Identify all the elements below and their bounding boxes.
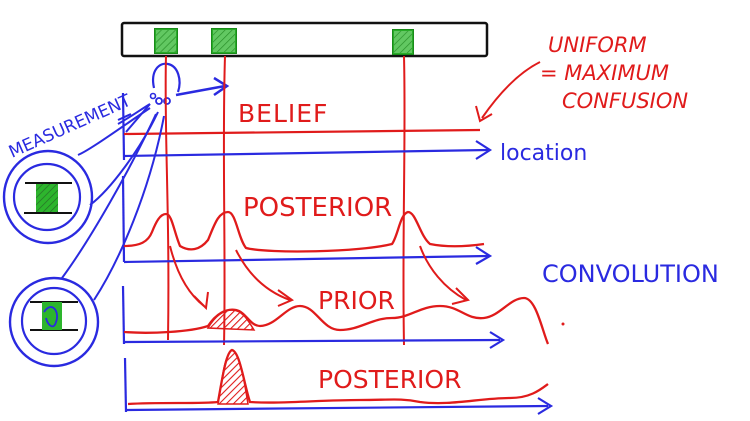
motion-shift-arrows [169, 245, 470, 311]
convolution-label: CONVOLUTION [542, 260, 719, 288]
robot-icon [149, 62, 230, 105]
location-label: location [500, 141, 587, 166]
world-corridor-box [120, 21, 489, 58]
uniform-line-3: CONFUSION [562, 89, 688, 113]
prior-fill-hatch [206, 309, 256, 331]
prior-curve [123, 296, 550, 345]
posterior-top-curve [123, 210, 485, 253]
prior-plot [121, 285, 550, 349]
robot-motion-arrow [175, 84, 226, 97]
uniform-line-2: = MAXIMUM [540, 61, 669, 85]
location-axis [123, 148, 489, 158]
posterior-bottom-label: POSTERIOR [318, 365, 461, 394]
posterior-top-label: POSTERIOR [243, 193, 392, 223]
uniform-pointer-arrow [481, 61, 541, 119]
measurement-pointer [117, 103, 151, 133]
stray-dot [561, 322, 565, 326]
measurement-door-bubble [2, 107, 159, 245]
belief-label: BELIEF [238, 99, 328, 128]
posterior-bottom-plot [123, 348, 554, 415]
world-corridor [120, 21, 489, 58]
uniform-line-1: UNIFORM [548, 33, 647, 57]
posterior-bottom-curve [127, 348, 549, 406]
uniform-annotation: UNIFORM = MAXIMUM CONFUSION [475, 33, 688, 123]
measurement-robot-bubble [8, 113, 165, 368]
prior-label: PRIOR [318, 286, 395, 315]
door-guide-lines [164, 55, 406, 346]
posterior-top-plot [121, 175, 493, 265]
measurement-label: MEASUREMENT [6, 91, 135, 163]
belief-uniform-line [123, 128, 481, 136]
